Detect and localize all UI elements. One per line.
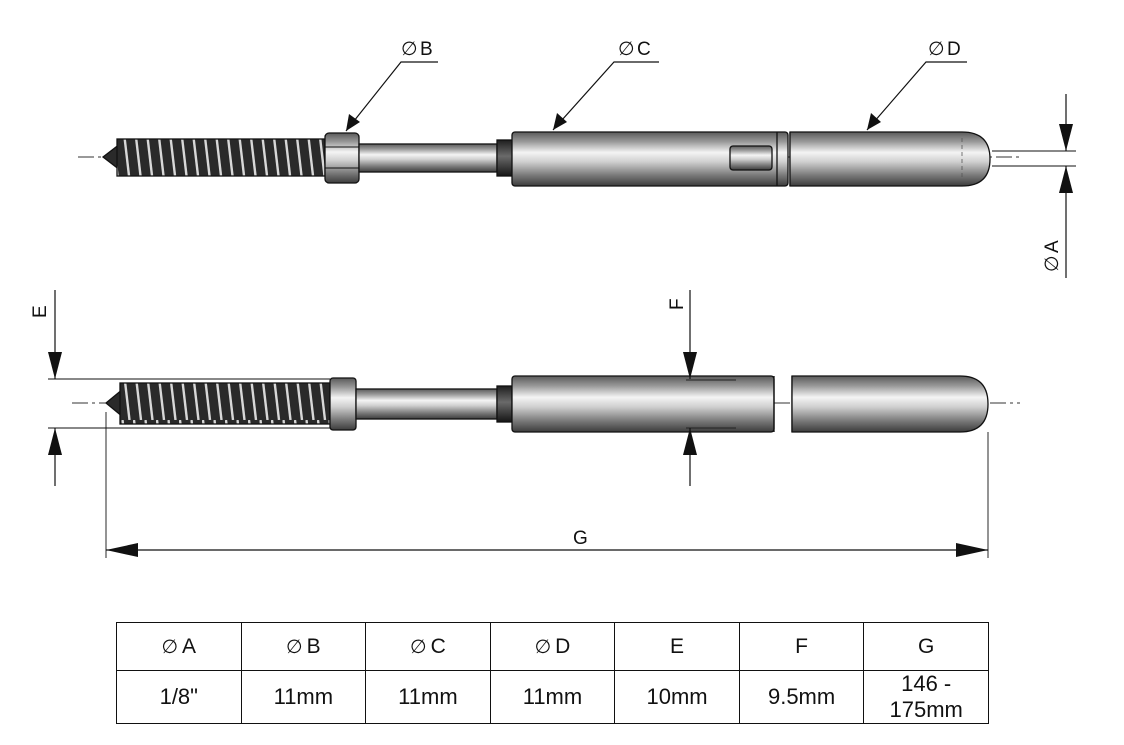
dimension-label-f: F <box>667 298 688 310</box>
value-phi-a: 1/8" <box>116 670 242 724</box>
top-slot <box>729 145 773 171</box>
top-collar <box>496 139 514 177</box>
header-f: F <box>738 622 865 671</box>
header-phi-d: ∅D <box>489 622 616 671</box>
dimension-table: ∅A ∅B ∅C ∅D E F G 1/8" 11mm 11mm 11mm 10… <box>116 622 989 724</box>
dimension-label-g: G <box>573 528 588 549</box>
callout-label-d: D <box>947 39 961 60</box>
callout-phi-c: ∅ C <box>552 39 659 131</box>
header-phi-b: ∅B <box>240 622 367 671</box>
value-e: 10mm <box>614 670 740 724</box>
bottom-end-cap <box>791 375 989 433</box>
diameter-symbol: ∅ <box>401 39 418 60</box>
dimension-f: F <box>667 290 697 486</box>
diameter-symbol: ∅ <box>618 39 635 60</box>
dimension-label-e: E <box>30 305 51 318</box>
callout-phi-d: ∅ D <box>866 39 967 131</box>
header-phi-c: ∅C <box>365 622 491 671</box>
dimension-phi-a: ∅ A <box>992 94 1076 278</box>
callout-label-c: C <box>637 39 651 60</box>
header-g: G <box>863 622 989 671</box>
value-phi-c: 11mm <box>365 670 491 724</box>
top-end-cap <box>789 131 991 187</box>
top-body <box>511 131 789 187</box>
value-f: 9.5mm <box>738 670 865 724</box>
top-nut <box>324 132 360 184</box>
table-value-row: 1/8" 11mm 11mm 11mm 10mm 9.5mm 146 - 175… <box>116 670 989 724</box>
bottom-view: E F G <box>30 290 1020 558</box>
top-shaft <box>358 143 498 173</box>
header-phi-a: ∅A <box>116 622 242 671</box>
table-header-row: ∅A ∅B ∅C ∅D E F G <box>116 622 989 671</box>
bottom-shaft <box>355 388 498 420</box>
value-phi-b: 11mm <box>240 670 367 724</box>
header-e: E <box>614 622 740 671</box>
top-view: ∅ B ∅ C ∅ D ∅ A <box>78 39 1076 278</box>
callout-label-b: B <box>420 39 433 60</box>
callout-phi-b: ∅ B <box>345 39 438 132</box>
bottom-thread <box>119 382 331 425</box>
bottom-nut <box>329 377 357 431</box>
diameter-symbol: ∅ <box>928 39 945 60</box>
top-thread <box>116 138 326 177</box>
bottom-body <box>511 375 775 433</box>
value-g: 146 - 175mm <box>863 670 989 724</box>
value-phi-d: 11mm <box>489 670 616 724</box>
callout-label-a: A <box>1042 240 1063 253</box>
dimension-e: E <box>30 290 330 486</box>
dimension-g: G <box>105 412 989 558</box>
bottom-collar <box>496 385 513 423</box>
diameter-symbol: ∅ <box>1042 255 1063 272</box>
